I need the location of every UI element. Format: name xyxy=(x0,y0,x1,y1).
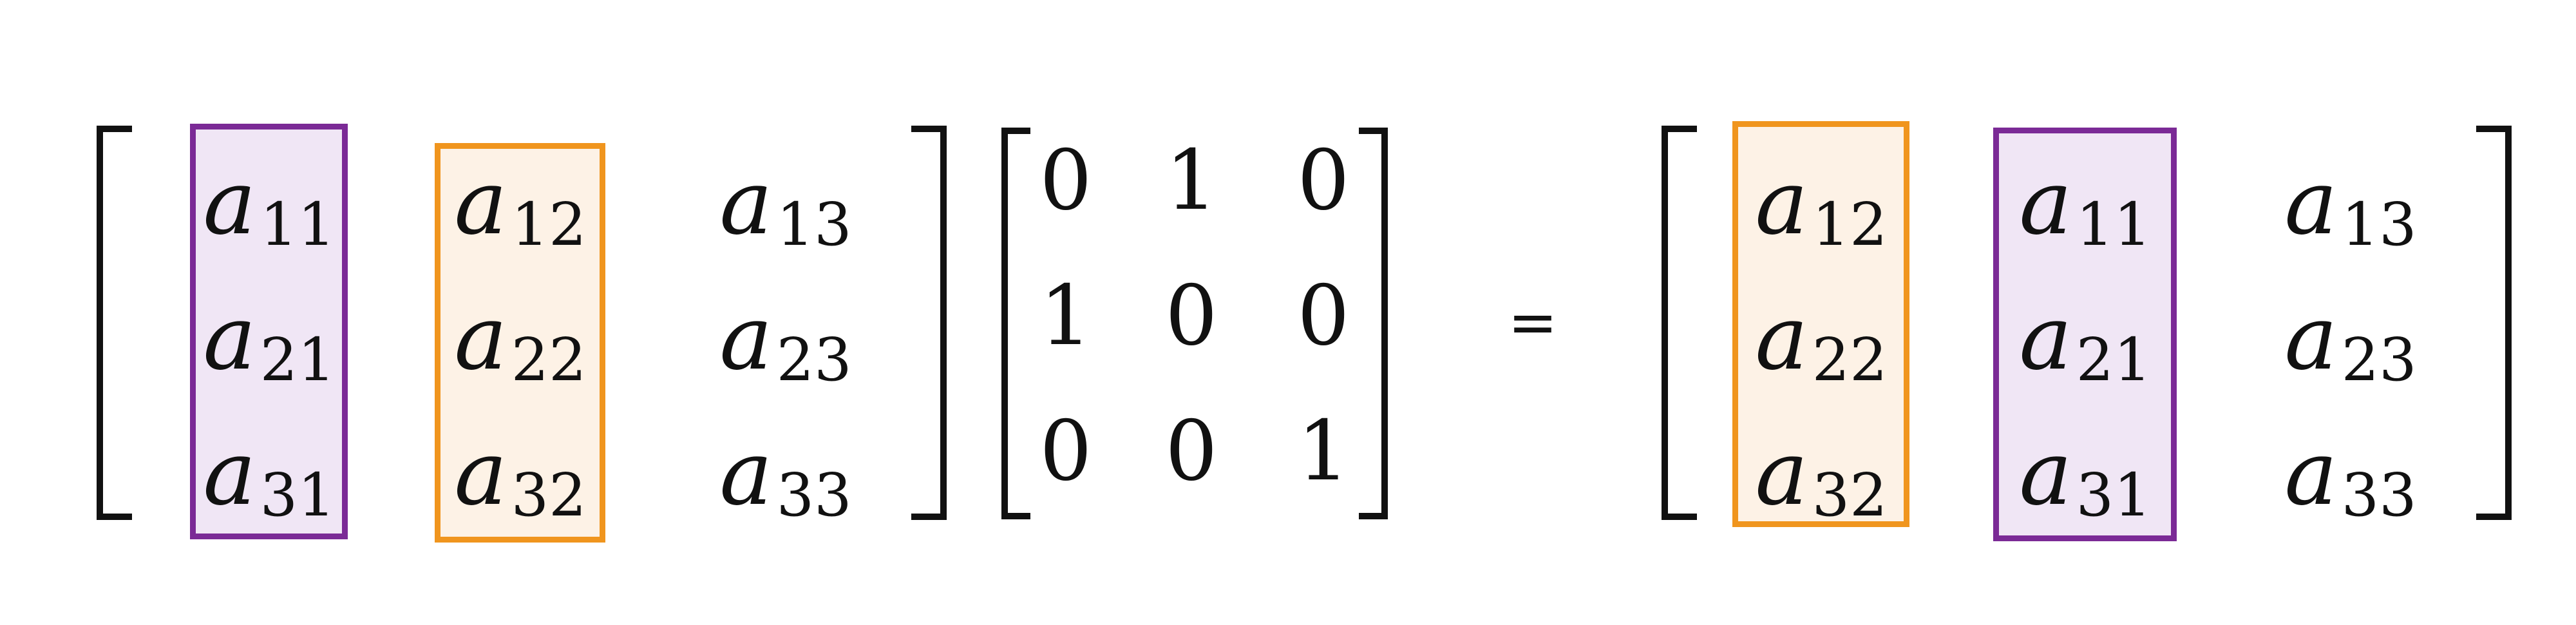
matrix-a-column-2-highlight xyxy=(435,143,605,543)
permutation-matrix-entry: 0 xyxy=(1039,403,1092,499)
matrix-a-column-1-highlight xyxy=(190,124,348,539)
permutation-matrix-entry: 0 xyxy=(1039,132,1092,229)
result-matrix-column-2-highlight xyxy=(1993,128,2177,541)
permutation-matrix-right-bracket xyxy=(1359,128,1388,519)
result-matrix-left-bracket xyxy=(1662,126,1697,520)
permutation-matrix-entry: 1 xyxy=(1297,403,1350,499)
permutation-matrix-entry: 0 xyxy=(1165,267,1218,364)
permutation-matrix-entry: 1 xyxy=(1165,132,1218,229)
permutation-matrix-entry: 0 xyxy=(1297,267,1350,364)
permutation-matrix-left-bracket xyxy=(1001,128,1030,519)
result-matrix-column-1-highlight xyxy=(1732,121,1909,527)
permutation-matrix-entry: 0 xyxy=(1297,132,1350,229)
result-matrix-right-bracket xyxy=(2476,126,2512,520)
permutation-matrix-entry: 1 xyxy=(1039,267,1092,364)
permutation-matrix-entry: 0 xyxy=(1165,403,1218,499)
matrix-a-right-bracket xyxy=(911,126,947,520)
equals-sign: = xyxy=(1508,287,1558,357)
matrix-a-left-bracket xyxy=(97,126,132,520)
